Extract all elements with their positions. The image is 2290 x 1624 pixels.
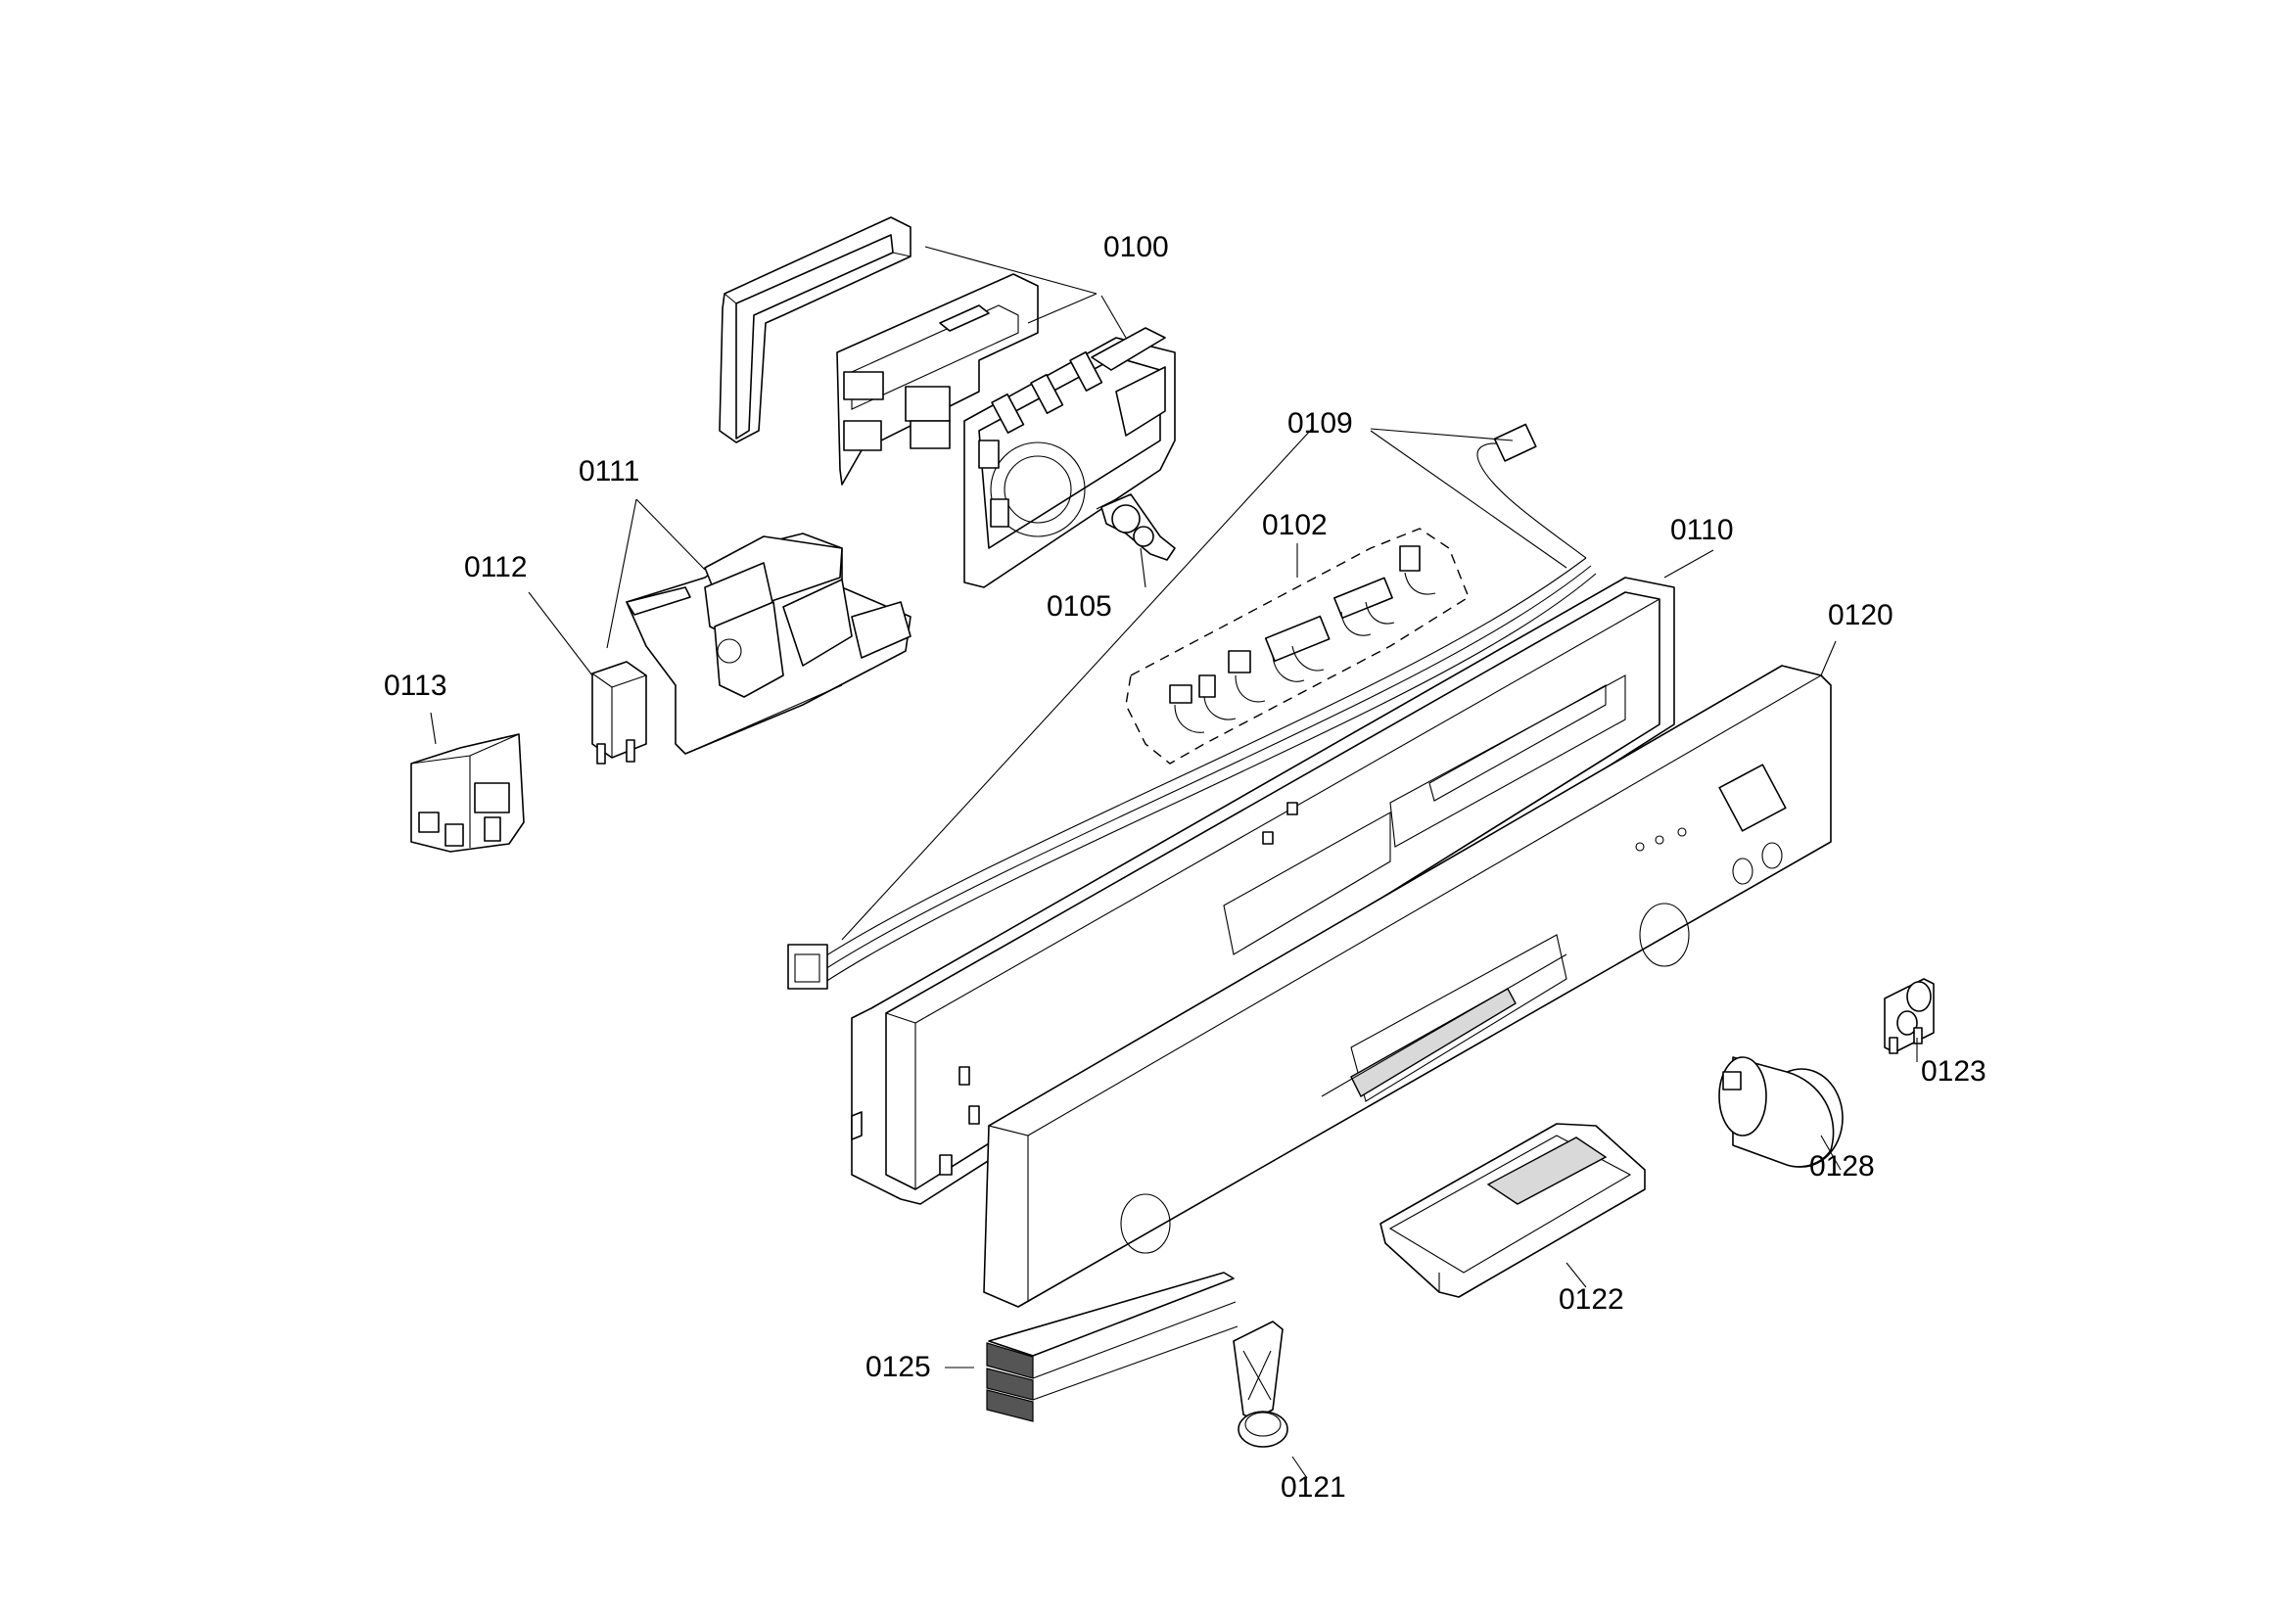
part-0123-switch	[1884, 978, 1935, 1054]
part-0105-component	[1096, 493, 1176, 561]
label-0122: 0122	[1559, 1283, 1624, 1316]
part-0110-panel-frame	[851, 577, 1675, 1205]
label-0110: 0110	[1670, 514, 1734, 546]
label-0125: 0125	[865, 1351, 931, 1383]
leader-lines	[430, 246, 1918, 1479]
part-0111-door-lock	[626, 533, 911, 755]
part-0121-foot	[1233, 1321, 1288, 1448]
label-0128: 0128	[1809, 1150, 1875, 1183]
label-0112: 0112	[464, 551, 528, 583]
label-0111: 0111	[579, 455, 640, 487]
part-0109-cable-harness	[787, 423, 1597, 990]
label-0105: 0105	[1047, 590, 1112, 623]
label-0109: 0109	[1287, 407, 1353, 440]
part-0125-strips	[986, 1272, 1238, 1422]
part-0113-switch-block	[410, 733, 525, 853]
label-0120: 0120	[1828, 599, 1893, 631]
label-0113: 0113	[384, 670, 447, 702]
part-0128-knob	[1718, 1056, 1844, 1168]
part-0100-control-module	[719, 216, 1176, 588]
part-0102-wiring-connectors	[1125, 528, 1470, 765]
label-0121: 0121	[1281, 1471, 1346, 1504]
part-0122-handle	[1379, 1123, 1646, 1298]
label-0100: 0100	[1103, 231, 1169, 263]
label-0102: 0102	[1262, 509, 1328, 541]
part-0112-microswitch	[590, 661, 648, 765]
label-0123: 0123	[1921, 1055, 1986, 1088]
